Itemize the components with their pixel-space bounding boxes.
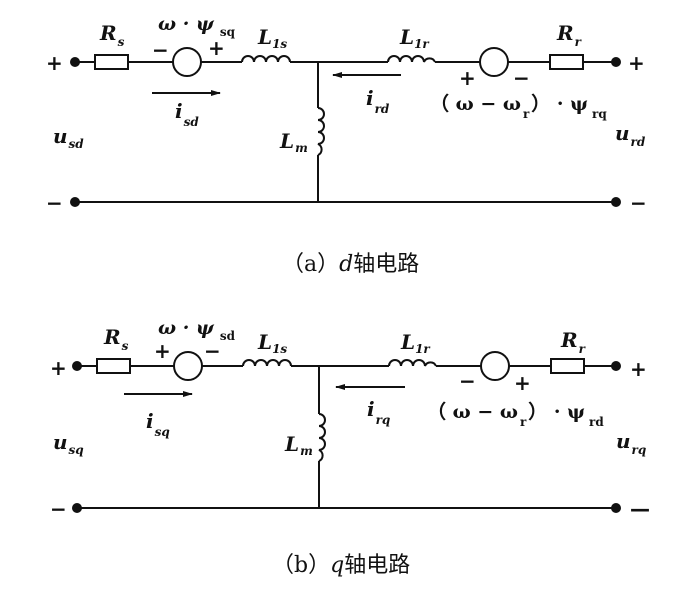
stator-resistor-Rs xyxy=(96,358,131,374)
rotor-resistor-Rr xyxy=(549,54,584,70)
urd-label: urd xyxy=(615,121,646,149)
negative-sign: − xyxy=(50,497,67,521)
Rr-label: Rr xyxy=(556,21,583,49)
terminal-dot xyxy=(72,503,82,513)
usd-label: usd xyxy=(53,124,84,151)
terminal-dot xyxy=(611,57,621,67)
Lm-label: Lm xyxy=(284,432,313,458)
stator-leakage-inductor-L1s xyxy=(241,55,291,63)
source-polarity-sign: − xyxy=(513,66,530,90)
rotor-leakage-inductor-L1r xyxy=(388,359,437,367)
Lm-label: Lm xyxy=(279,129,308,155)
rotor-voltage-source xyxy=(480,351,510,381)
terminal-dot xyxy=(70,57,80,67)
positive-sign: + xyxy=(630,357,647,381)
rotor-leakage-inductor-L1r xyxy=(387,55,436,63)
negative-sign: — xyxy=(630,497,650,521)
stator-voltage-source xyxy=(172,47,202,77)
Rs-label: Rs xyxy=(103,325,129,353)
rotor-resistor-Rr xyxy=(550,358,585,374)
L1s-label: L1s xyxy=(257,25,287,51)
L1s-label: L1s xyxy=(257,330,287,356)
positive-sign: + xyxy=(46,51,63,75)
terminal-dot xyxy=(611,503,621,513)
ird-label: ird xyxy=(366,86,390,116)
terminal-dot xyxy=(611,361,621,371)
source-polarity-sign: + xyxy=(154,339,171,363)
isd-label: isd xyxy=(175,99,199,129)
source-polarity-sign: + xyxy=(208,36,225,60)
positive-sign: + xyxy=(50,356,67,380)
stator-resistor-Rs xyxy=(94,54,129,70)
isq-label: isq xyxy=(146,409,170,439)
terminal-dot xyxy=(611,197,621,207)
terminal-dot xyxy=(70,197,80,207)
source-polarity-sign: − xyxy=(459,369,476,393)
irq-label: irq xyxy=(367,397,390,427)
caption-b: （b）q轴电路 xyxy=(272,553,410,578)
Rr-label: Rr xyxy=(560,328,587,356)
usq-label: usq xyxy=(53,430,84,457)
urq-label: urq xyxy=(616,429,646,457)
L1r-label: L1r xyxy=(399,25,430,51)
source-polarity-sign: − xyxy=(152,38,169,62)
rotor-voltage-source xyxy=(479,47,509,77)
stator-leakage-inductor-L1s xyxy=(242,359,292,367)
Rs-label: Rs xyxy=(99,21,125,49)
magnetizing-inductor-Lm xyxy=(318,413,326,462)
magnetizing-inductor-Lm xyxy=(317,107,325,156)
negative-sign: − xyxy=(46,191,63,215)
source-polarity-sign: + xyxy=(514,371,531,395)
caption-a: （a）d轴电路 xyxy=(282,252,419,277)
source-polarity-sign: − xyxy=(204,339,221,363)
negative-sign: − xyxy=(630,191,647,215)
positive-sign: + xyxy=(628,51,645,75)
stator-voltage-source xyxy=(173,351,203,381)
source-polarity-sign: + xyxy=(459,66,476,90)
terminal-dot xyxy=(72,361,82,371)
L1r-label: L1r xyxy=(400,330,431,356)
